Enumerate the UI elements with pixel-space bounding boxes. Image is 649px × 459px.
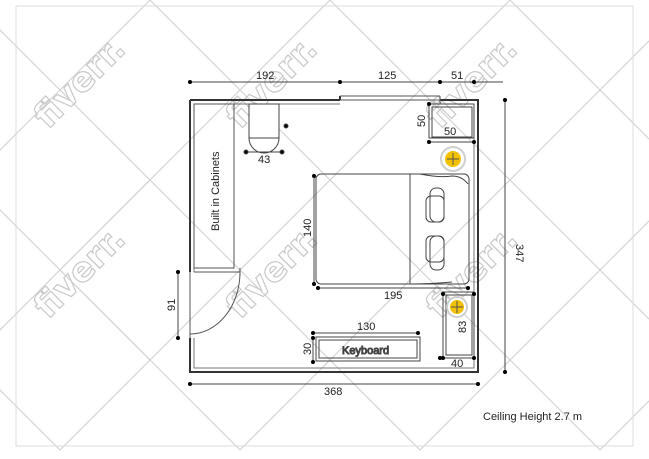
dim-top-right: 51 xyxy=(451,70,463,82)
sheet-border xyxy=(15,5,634,447)
cabinets-label: Built in Cabinets xyxy=(210,151,222,231)
dim-top-left: 192 xyxy=(256,70,274,82)
ac-unit xyxy=(243,103,289,155)
built-in-cabinets: Built in Cabinets xyxy=(193,103,235,269)
dim-nightstand-bottom-h: 83 xyxy=(457,321,469,333)
door xyxy=(189,268,241,338)
dim-room-width: 368 xyxy=(324,386,342,398)
bed xyxy=(315,173,470,285)
dim-door-width: 91 xyxy=(166,299,178,311)
dim-bed-length: 195 xyxy=(384,290,402,302)
dim-keyboard-length: 130 xyxy=(357,321,375,333)
lamp-bottom-icon xyxy=(446,296,468,318)
lamp-top-icon xyxy=(440,146,466,172)
dim-nightstand-top-h: 50 xyxy=(416,115,428,127)
dim-keyboard-depth: 30 xyxy=(302,343,314,355)
dim-nightstand-bottom-w: 40 xyxy=(451,358,463,370)
room-walls xyxy=(189,96,479,373)
ceiling-height-note: Ceiling Height 2.7 m xyxy=(483,411,582,423)
dim-ac-width: 43 xyxy=(258,154,270,166)
dim-bed-height: 140 xyxy=(302,219,314,237)
dim-room-depth: 347 xyxy=(513,244,525,262)
dimension-lines xyxy=(177,81,506,385)
dimension-ticks xyxy=(176,80,507,386)
dim-top-mid: 125 xyxy=(378,70,396,82)
window xyxy=(340,95,441,104)
svg-text:fiverr.: fiverr. xyxy=(26,219,134,327)
svg-text:fiverr.: fiverr. xyxy=(26,29,134,137)
dim-nightstand-top-w: 50 xyxy=(444,126,456,138)
keyboard-label: Keyboard xyxy=(342,345,389,357)
keyboard: Keyboard xyxy=(315,336,421,362)
